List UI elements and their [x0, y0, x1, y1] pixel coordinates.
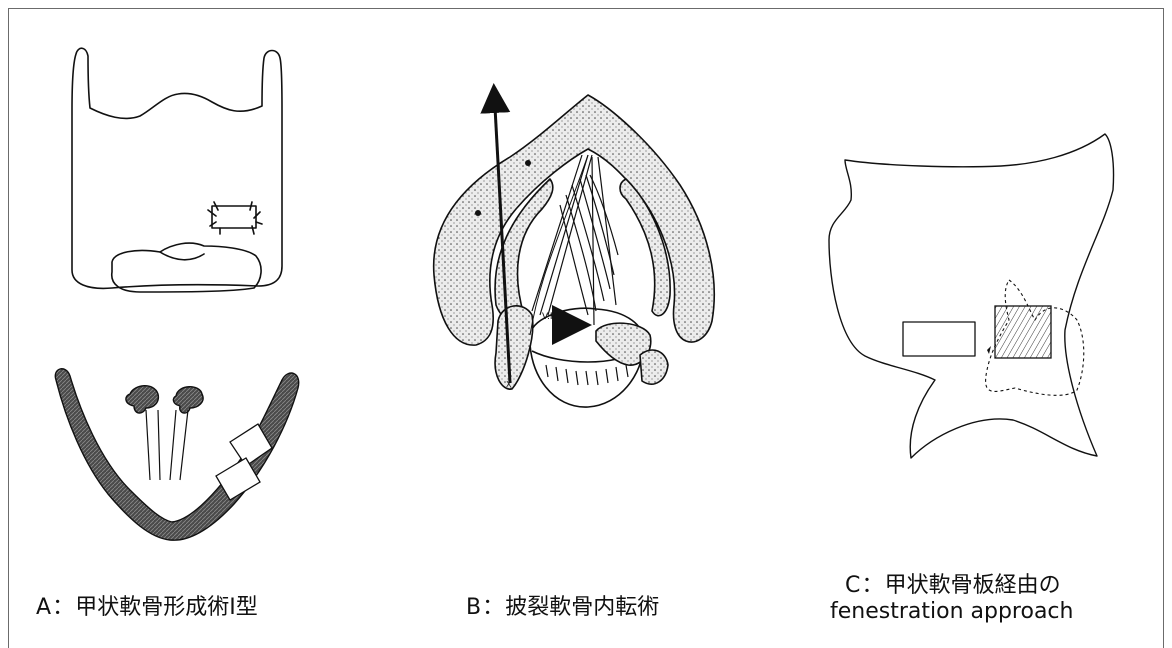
arytenoid-right	[173, 387, 203, 413]
panel-a-thyroid-frontal-drawing	[50, 40, 320, 310]
panel-b-arytenoid-adduction-drawing: V.P. X	[420, 75, 720, 455]
arytenoid-left	[495, 306, 533, 389]
caption-c-separator: ：	[860, 573, 884, 599]
caption-c-line2-text: fenestration approach	[830, 599, 1073, 624]
caption-panel-a: A：甲状軟骨形成術Ⅰ型	[36, 595, 258, 621]
caption-c-letter: C	[845, 573, 860, 598]
caption-a-letter: A	[36, 595, 51, 620]
caption-b-text: 披裂軟骨内転術	[505, 595, 659, 620]
arytenoid-left	[126, 386, 158, 413]
x-label: X	[506, 380, 512, 389]
caption-panel-c-line2: fenestration approach	[830, 599, 1073, 625]
caption-a-separator: ：	[51, 595, 75, 621]
thyroid-lamina-outline	[829, 134, 1114, 458]
panel-c-fenestration-drawing	[815, 130, 1145, 500]
caption-c-text: 甲状軟骨板経由の	[885, 573, 1061, 598]
panel-a-axial-section-drawing	[50, 360, 320, 560]
hatched-window	[995, 306, 1051, 358]
vp-label: V.P.	[542, 312, 557, 322]
caption-panel-c-line1: C：甲状軟骨板経由の	[845, 573, 1061, 599]
window-rectangle	[903, 322, 975, 356]
caption-b-letter: B	[466, 595, 481, 620]
caption-panel-b: B：披裂軟骨内転術	[466, 595, 659, 621]
caption-b-separator: ：	[481, 595, 505, 621]
caption-a-text: 甲状軟骨形成術Ⅰ型	[75, 595, 258, 620]
